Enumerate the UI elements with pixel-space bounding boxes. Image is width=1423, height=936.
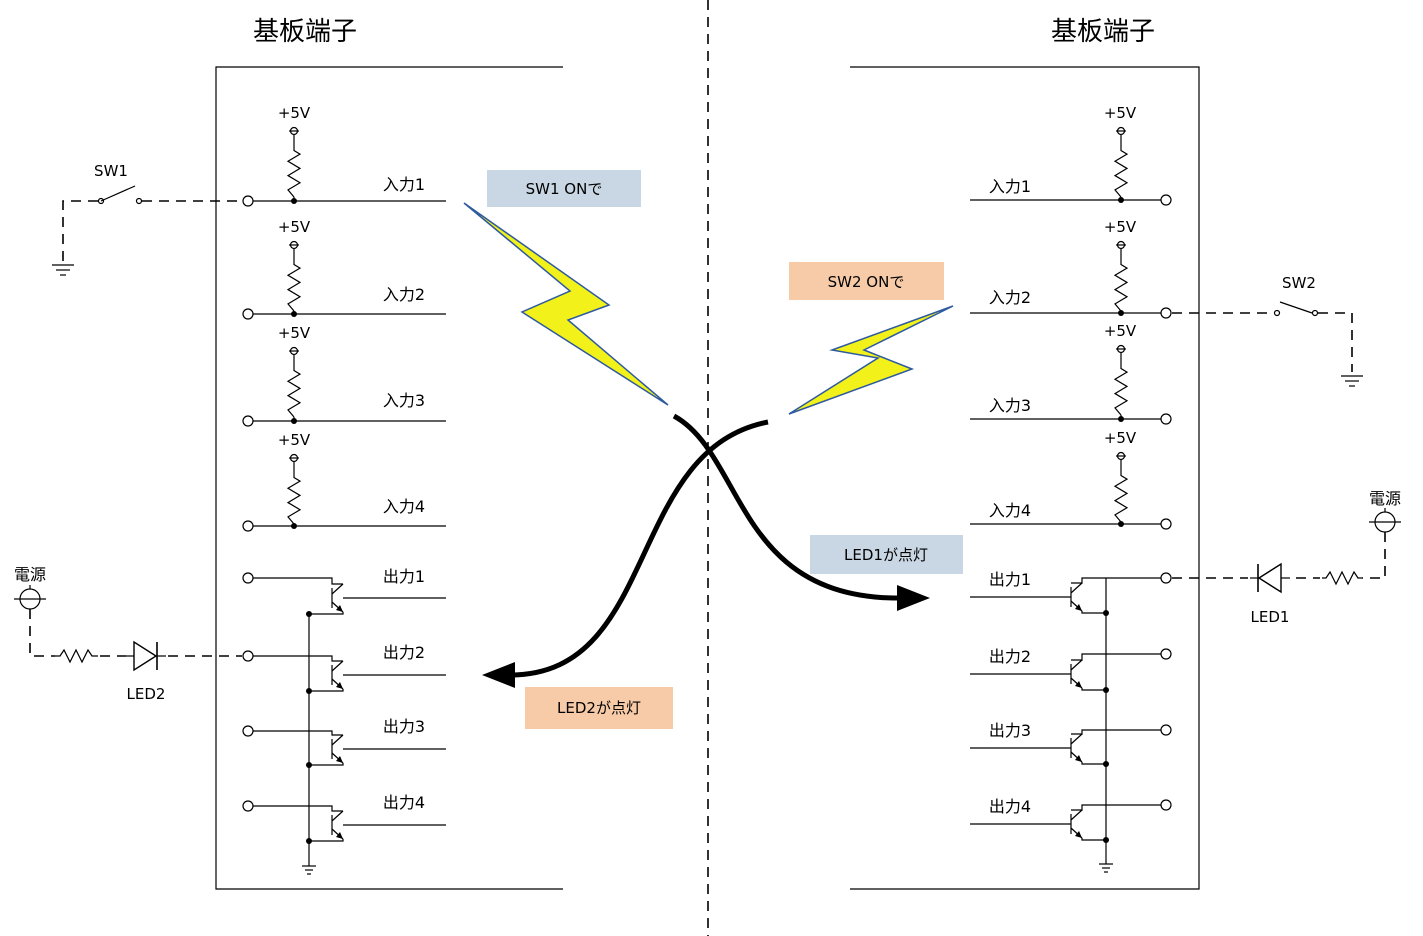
left-input-3-label: 入力3	[383, 391, 425, 410]
resistor-icon	[1113, 472, 1129, 523]
left-5v-label-2: +5V	[278, 218, 311, 236]
left-5v-label-3: +5V	[278, 324, 311, 342]
right-output-1-label: 出力1	[989, 570, 1031, 589]
power-right-label: 電源	[1369, 489, 1401, 508]
sw1-contact	[100, 185, 136, 202]
right-output-circuits	[970, 572, 1172, 873]
power-terminal-icon-right	[1369, 508, 1401, 533]
right-input-2-label: 入力2	[989, 288, 1031, 307]
resistor-icon-led2	[55, 648, 98, 664]
power-terminal-icon-left	[14, 585, 46, 610]
terminal-circle	[1160, 518, 1172, 530]
led1-circuit: 電源 LED1	[1172, 489, 1401, 626]
left-output-4-label: 出力4	[383, 793, 425, 812]
callout-sw1-on: SW1 ONで	[487, 170, 641, 207]
left-input-1-label: 入力1	[383, 175, 425, 194]
resistor-icon	[1113, 365, 1129, 416]
led2-label: LED2	[127, 685, 166, 703]
led2-circuit: 電源 LED2	[14, 565, 242, 703]
terminal-circle	[1160, 799, 1172, 811]
terminal-circle	[1160, 724, 1172, 736]
terminal-circle	[1160, 648, 1172, 660]
sw2-contact	[1279, 301, 1313, 314]
terminal-circle	[242, 308, 254, 320]
callout-sw2-on-text: SW2 ONで	[828, 273, 905, 291]
power-left-label: 電源	[14, 565, 46, 584]
left-board-frame	[215, 66, 563, 890]
right-input-3-label: 入力3	[989, 396, 1031, 415]
right-input-circuits	[970, 126, 1172, 530]
terminal-circle	[242, 800, 254, 812]
resistor-icon	[286, 147, 302, 198]
ground-icon-sw1	[52, 264, 74, 276]
callout-led1-on-text: LED1が点灯	[844, 546, 928, 564]
right-input-1-label: 入力1	[989, 177, 1031, 196]
terminal-circle	[242, 195, 254, 207]
left-input-circuits	[242, 126, 446, 532]
terminal-circle	[1160, 307, 1172, 319]
arrow-icon-to-led2	[482, 419, 769, 688]
right-5v-label-3: +5V	[1104, 322, 1137, 340]
arrow-icon-to-led1	[672, 413, 930, 611]
right-output-4-label: 出力4	[989, 797, 1031, 816]
right-5v-label-2: +5V	[1104, 218, 1137, 236]
left-output-2-label: 出力2	[383, 643, 425, 662]
left-5v-label-4: +5V	[278, 431, 311, 449]
sw2-label: SW2	[1282, 274, 1316, 292]
lightning-bolt-icon-left	[463, 202, 669, 406]
resistor-icon	[286, 261, 302, 312]
left-input-2-label: 入力2	[383, 285, 425, 304]
callout-led2-on: LED2が点灯	[525, 687, 673, 729]
terminal-circle	[242, 725, 254, 737]
right-5v-label-4: +5V	[1104, 429, 1137, 447]
diode-icon-led2	[126, 640, 166, 672]
right-output-2-label: 出力2	[989, 647, 1031, 666]
board-title-left: 基板端子	[253, 17, 357, 47]
sw1-label: SW1	[94, 162, 128, 180]
left-output-3-label: 出力3	[383, 717, 425, 736]
terminal-circle	[242, 650, 254, 662]
diode-icon-led1	[1250, 562, 1290, 594]
sw2-circuit: SW2	[1172, 274, 1363, 387]
board-title-right: 基板端子	[1051, 17, 1155, 47]
resistor-icon	[286, 474, 302, 525]
sw1-circuit: SW1	[52, 162, 242, 276]
led1-label: LED1	[1251, 608, 1290, 626]
terminal-circle	[242, 415, 254, 427]
terminal-circle	[242, 520, 254, 532]
resistor-icon-led1	[1322, 570, 1362, 586]
ground-icon-sw2	[1341, 375, 1363, 387]
terminal-circle	[242, 572, 254, 584]
right-output-3-label: 出力3	[989, 721, 1031, 740]
terminal-circle	[1160, 572, 1172, 584]
left-output-1-label: 出力1	[383, 567, 425, 586]
left-input-4-label: 入力4	[383, 497, 425, 516]
right-board-frame	[850, 66, 1200, 890]
right-5v-label-1: +5V	[1104, 104, 1137, 122]
callout-led2-on-text: LED2が点灯	[557, 699, 641, 717]
resistor-icon	[1113, 261, 1129, 312]
lightning-bolt-icon-right	[788, 305, 954, 415]
resistor-icon	[1113, 147, 1129, 198]
terminal-circle	[1160, 413, 1172, 425]
resistor-icon	[286, 367, 302, 418]
right-input-4-label: 入力4	[989, 501, 1031, 520]
left-5v-label-1: +5V	[278, 104, 311, 122]
callout-sw1-on-text: SW1 ONで	[526, 180, 603, 198]
left-output-circuits	[242, 572, 446, 875]
callout-sw2-on: SW2 ONで	[789, 262, 944, 300]
callout-led1-on: LED1が点灯	[810, 535, 963, 574]
terminal-circle	[1160, 194, 1172, 206]
